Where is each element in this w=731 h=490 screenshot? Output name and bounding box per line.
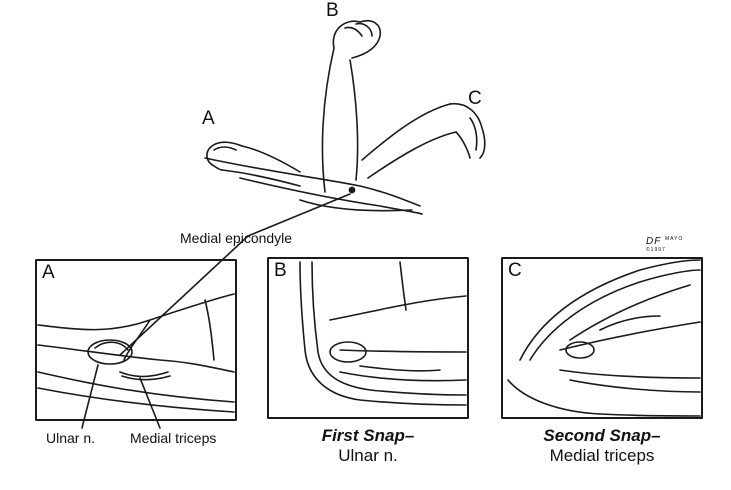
panel-b-caption: First Snap– Ulnar n. [268,426,468,466]
panel-b-letter: B [274,260,287,281]
second-snap-structure: Medial triceps [549,446,655,465]
second-snap-title: Second Snap– [543,426,661,445]
first-snap-title: First Snap– [321,426,415,445]
panel-a-letter: A [42,262,55,283]
arm-positions-illustration [204,20,486,237]
medial-epicondyle-label: Medial epicondyle [180,230,293,246]
position-b-label: B [326,0,339,21]
panel-b-illustration [267,257,469,419]
panel-c-illustration [501,257,703,419]
ulnar-nerve-label: Ulnar n. [46,430,96,446]
panel-c-letter: C [508,260,522,281]
panel-c-caption: Second Snap– Medial triceps [502,426,702,466]
artist-signature: DF MAYO©1997 [646,236,684,253]
panel-a-illustration [35,235,249,429]
position-c-label: C [468,88,482,109]
first-snap-structure: Ulnar n. [338,446,398,465]
medial-triceps-label: Medial triceps [130,430,217,446]
position-a-label: A [202,108,215,129]
